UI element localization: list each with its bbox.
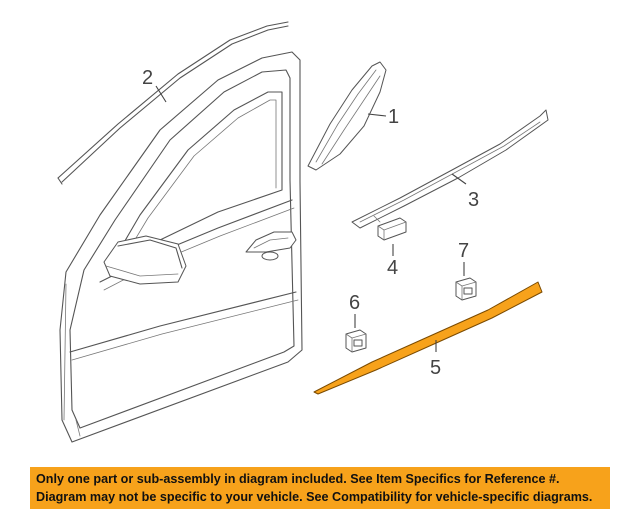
callout-1: 1 [388, 106, 399, 128]
part-7-retainer [455, 262, 477, 301]
part-6-retainer [345, 314, 367, 353]
side-mirror [103, 235, 187, 285]
callout-2: 2 [142, 67, 153, 89]
disclaimer-banner: Only one part or sub-assembly in diagram… [30, 467, 610, 509]
callout-7: 7 [458, 240, 469, 262]
disclaimer-line-2: Diagram may not be specific to your vehi… [36, 490, 593, 504]
callout-6: 6 [349, 292, 360, 314]
disclaimer-line-1: Only one part or sub-assembly in diagram… [36, 472, 560, 486]
part-4-clip [377, 217, 407, 256]
part-1-garnish [307, 61, 387, 171]
parts-diagram: 2 1 3 4 7 6 5 [57, 21, 549, 443]
part-2-upper-molding [57, 21, 289, 185]
callout-5: 5 [430, 357, 441, 379]
part-5-lower-molding [313, 281, 543, 395]
door-handle [245, 231, 297, 261]
callout-4: 4 [387, 257, 398, 279]
callout-2-leader [155, 85, 167, 103]
callout-3: 3 [468, 189, 479, 211]
part-3-belt-molding [351, 109, 549, 229]
